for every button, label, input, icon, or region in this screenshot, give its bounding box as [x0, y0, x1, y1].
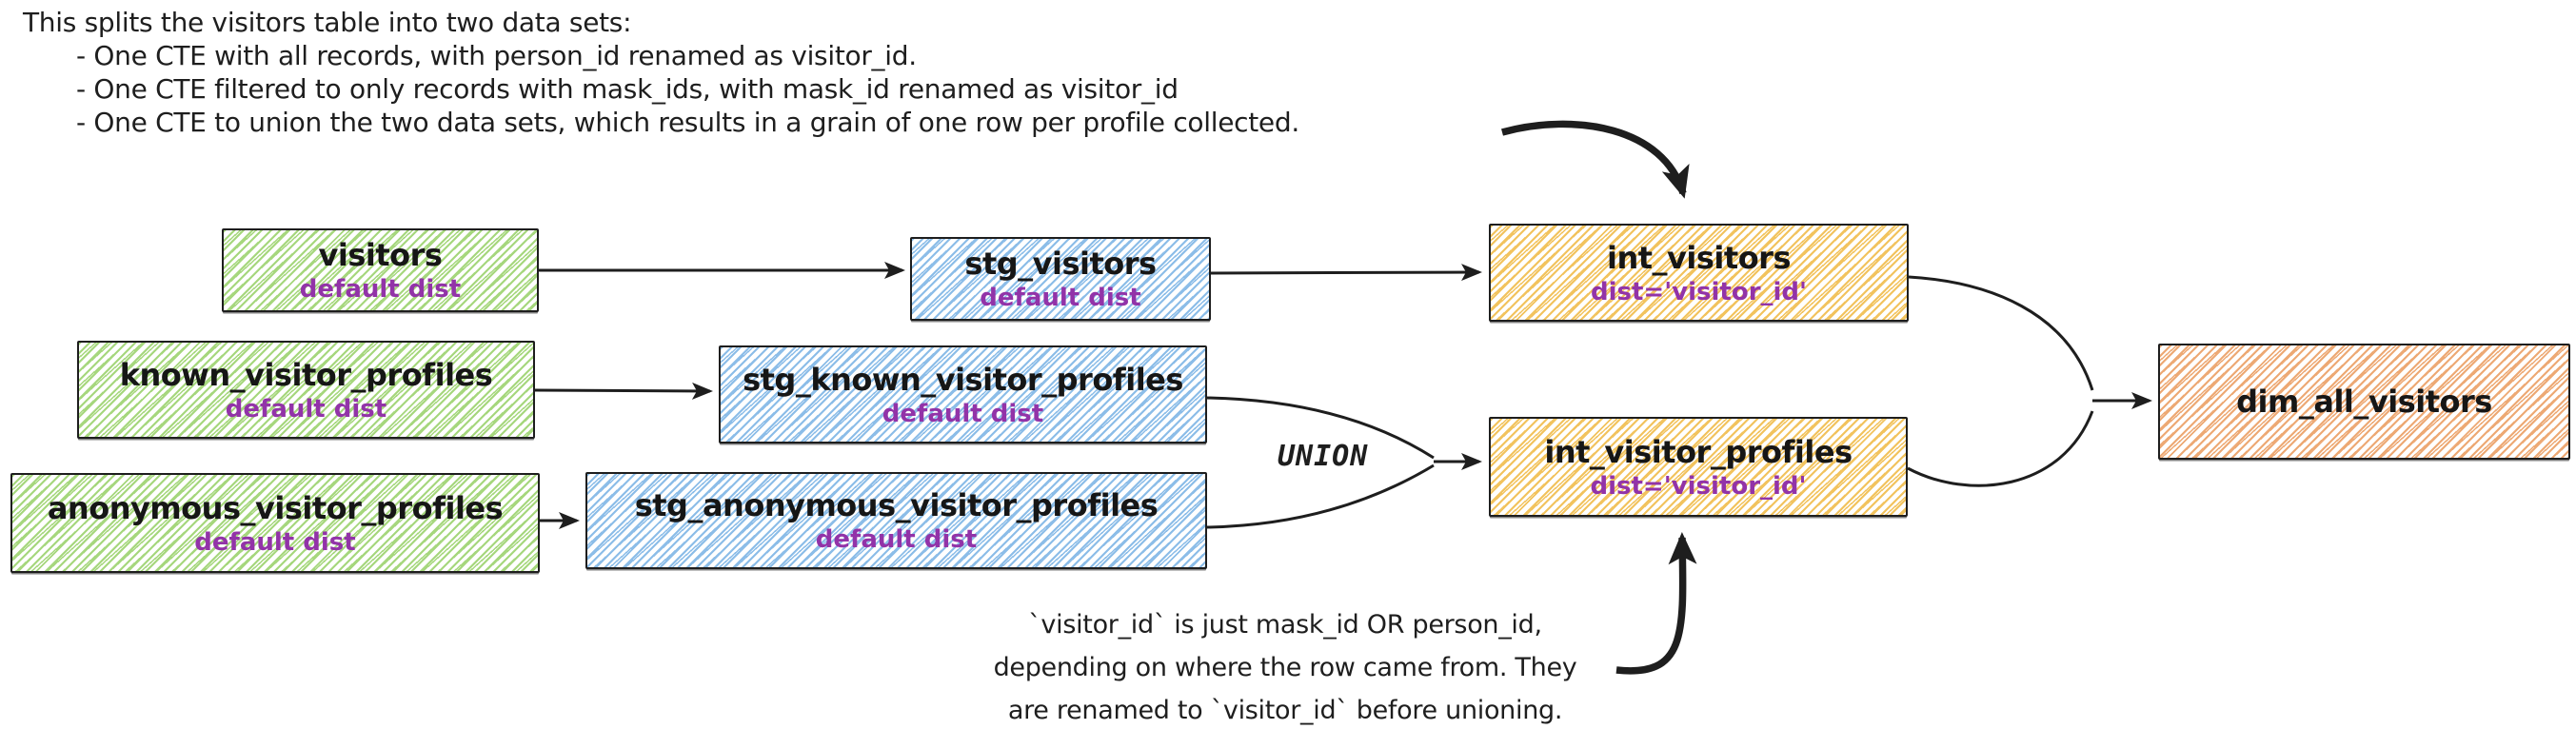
edge-int-visitors-merge	[1908, 275, 2094, 391]
node-dist-label: dist='visitor_id'	[1590, 277, 1808, 306]
top-annotation-arrow	[1501, 120, 1690, 199]
bottom-annotation-line-3: are renamed to `visitor_id` before union…	[1007, 696, 1563, 725]
node-dist-label: default dist	[299, 275, 462, 304]
edge-known-to-stg-known	[534, 382, 713, 400]
node-title: stg_anonymous_visitor_profiles	[634, 487, 1159, 523]
bottom-annotation-line-1: `visitor_id` is just mask_id OR person_i…	[1028, 610, 1542, 640]
top-annotation-bullet-1: - One CTE with all records, with person_…	[76, 40, 917, 71]
bottom-annotation-line-2: depending on where the row came from. Th…	[993, 653, 1577, 682]
node-dist-label: dist='visitor_id'	[1590, 471, 1807, 501]
node-dist-label: default dist	[225, 394, 387, 424]
edge-stg-visitors-to-int-visitors	[1210, 264, 1482, 282]
node-int-visitor-profiles: int_visitor_profiles dist='visitor_id'	[1489, 417, 1908, 517]
union-label: UNION	[1278, 440, 1369, 473]
node-title: stg_visitors	[964, 246, 1157, 282]
node-dim-all-visitors: dim_all_visitors	[2158, 344, 2570, 460]
node-dist-label: default dist	[194, 527, 356, 557]
node-dist-label: default dist	[815, 525, 978, 554]
node-dist-label: default dist	[980, 284, 1141, 312]
top-annotation-bullet-2: - One CTE filtered to only records with …	[76, 73, 1179, 105]
node-title: known_visitor_profiles	[119, 356, 493, 393]
node-visitors: visitors default dist	[222, 228, 539, 312]
node-title: int_visitor_profiles	[1544, 433, 1853, 470]
top-annotation: This splits the visitors table into two …	[23, 6, 1299, 139]
node-stg-known-visitor-profiles: stg_known_visitor_profiles default dist	[719, 345, 1207, 443]
node-title: anonymous_visitor_profiles	[47, 489, 504, 526]
node-title: int_visitors	[1607, 239, 1792, 276]
node-stg-anonymous-visitor-profiles: stg_anonymous_visitor_profiles default d…	[585, 472, 1207, 569]
node-title: visitors	[318, 237, 443, 273]
top-annotation-intro: This splits the visitors table into two …	[23, 7, 632, 38]
node-int-visitors: int_visitors dist='visitor_id'	[1489, 224, 1909, 322]
node-title: stg_known_visitor_profiles	[743, 361, 1183, 398]
node-known-visitor-profiles: known_visitor_profiles default dist	[77, 341, 535, 439]
bottom-annotation: `visitor_id` is just mask_id OR person_i…	[909, 603, 1661, 732]
top-annotation-bullet-3: - One CTE to union the two data sets, wh…	[76, 107, 1299, 138]
node-anonymous-visitor-profiles: anonymous_visitor_profiles default dist	[10, 473, 540, 573]
edge-int-profiles-merge	[1907, 410, 2094, 487]
node-title: dim_all_visitors	[2236, 384, 2492, 420]
node-stg-visitors: stg_visitors default dist	[910, 237, 1211, 321]
node-dist-label: default dist	[882, 399, 1044, 428]
edge-stg-anon-merge	[1206, 463, 1435, 529]
